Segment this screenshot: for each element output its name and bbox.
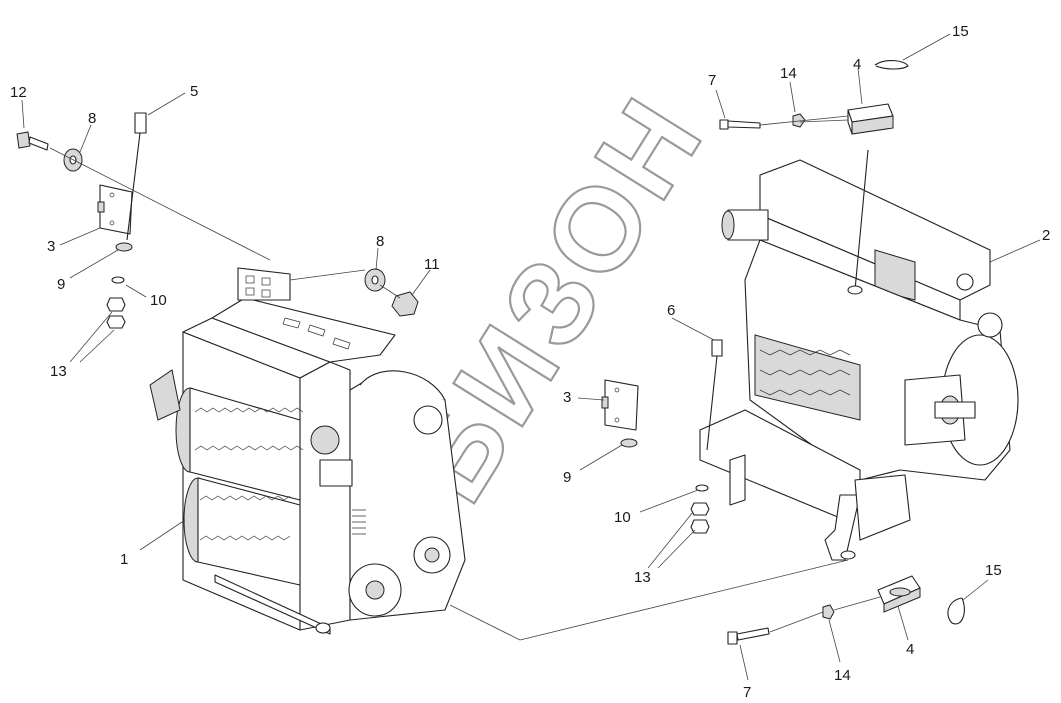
callout-left-9: 9 (57, 276, 65, 293)
nut-13a-icon (106, 297, 126, 312)
nut-14-bottom-icon (822, 604, 835, 620)
callout-right-4-top: 4 (853, 56, 861, 73)
washer-9-left-icon (115, 242, 133, 252)
callout-left-8-top: 8 (88, 110, 96, 127)
callout-left-10: 10 (150, 292, 167, 309)
leader-lines (21, 33, 1041, 681)
callout-right-3: 3 (563, 389, 571, 406)
plate-3-left-icon (97, 184, 133, 235)
callout-right-7-top: 7 (708, 72, 716, 89)
nut-13b-icon (106, 315, 126, 329)
callout-left-1: 1 (120, 551, 128, 568)
block-4-top-icon (847, 103, 894, 135)
callout-right-2: 2 (1042, 227, 1050, 244)
clip-15-top-icon (874, 60, 909, 70)
nut-13d-icon (690, 519, 710, 534)
bolt-7-top-icon (719, 119, 761, 130)
washer-10-left-icon (111, 276, 125, 284)
bolt-12-icon (16, 131, 49, 151)
nut-14-top-icon (792, 113, 806, 128)
left-assembly (149, 267, 466, 635)
pin-6-icon (706, 339, 723, 451)
callout-left-5: 5 (190, 83, 198, 100)
callout-right-6: 6 (667, 302, 675, 319)
callout-right-10: 10 (614, 509, 631, 526)
callouts: 12 8 5 3 9 10 13 8 11 1 7 14 4 15 2 6 3 … (10, 23, 1050, 701)
nut-11-icon (391, 291, 419, 317)
block-4-bottom-icon (877, 575, 921, 613)
washer-10-right-icon (695, 484, 709, 492)
left-small-parts (16, 112, 419, 329)
callout-left-11: 11 (424, 256, 440, 273)
callout-right-15-top: 15 (952, 23, 969, 40)
callout-right-14-top: 14 (780, 65, 797, 82)
nut-13c-icon (690, 502, 710, 516)
callout-left-12: 12 (10, 84, 27, 101)
right-assembly (699, 149, 1019, 561)
callout-right-7-bottom: 7 (743, 684, 751, 701)
washer-9-right-icon (620, 438, 638, 448)
bolt-7-bottom-icon (727, 627, 770, 645)
callout-right-14-bottom: 14 (834, 667, 851, 684)
bolt-5-icon (126, 112, 147, 241)
callout-right-13: 13 (634, 569, 651, 586)
right-small-parts (601, 60, 965, 645)
plate-3-right-icon (601, 379, 639, 431)
callout-left-13: 13 (50, 363, 67, 380)
callout-right-9: 9 (563, 469, 571, 486)
callout-right-15-bottom: 15 (985, 562, 1002, 579)
callout-left-3: 3 (47, 238, 55, 255)
clip-15-bottom-icon (947, 597, 965, 625)
callout-right-4-bottom: 4 (906, 641, 914, 658)
callout-left-8-mid: 8 (376, 233, 384, 250)
